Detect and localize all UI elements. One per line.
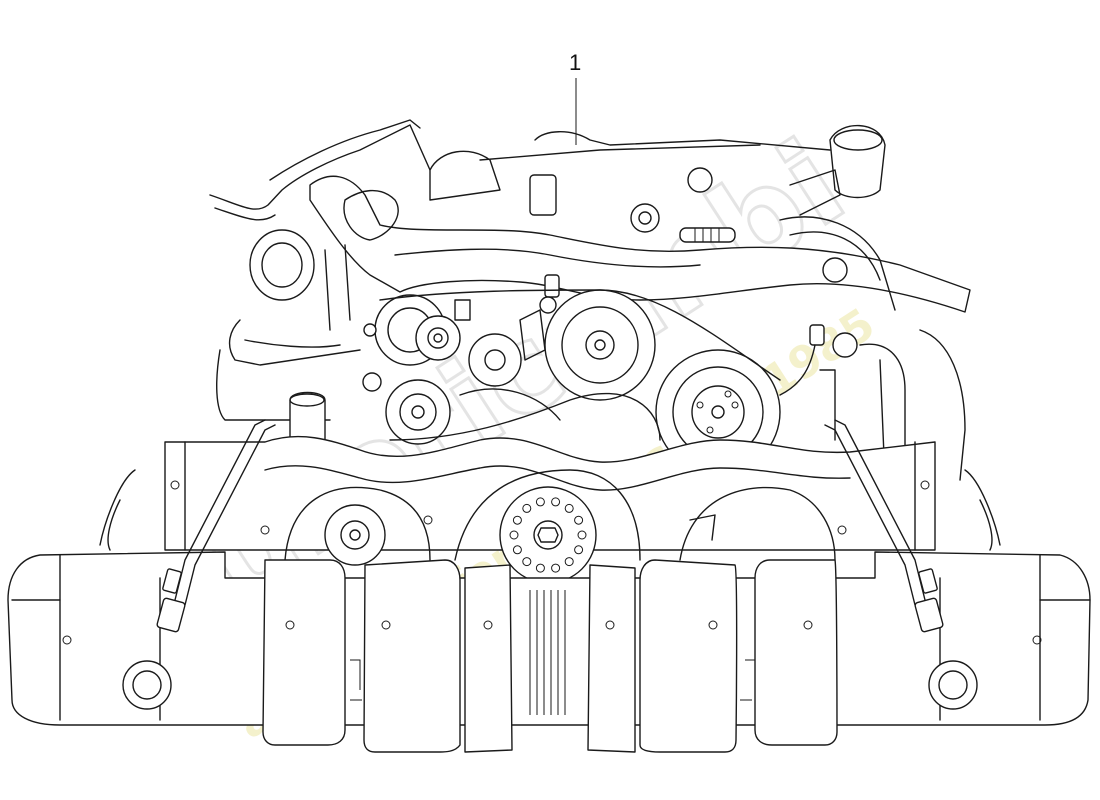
callout-number: 1: [569, 50, 581, 75]
crankshaft-pulley: [324, 486, 716, 584]
pulley-bolt-hole: [522, 503, 532, 513]
pulley-bolt-hole: [577, 530, 587, 540]
callout-1: 1: [569, 50, 581, 145]
pulley-bolt-hole: [564, 503, 574, 513]
pulley-bolt-hole: [512, 545, 522, 555]
pulley-bolt-hole: [535, 497, 545, 507]
pulley-bolt-hole: [551, 497, 561, 507]
pulley-bolt-hole: [551, 563, 561, 573]
pulley-bolt-hole: [574, 515, 584, 525]
pulley-bolt-hole: [509, 530, 519, 540]
pulley-bolt-hole: [535, 563, 545, 573]
pulley-bolt-hole: [522, 557, 532, 567]
oxygen-sensor-leads: [156, 419, 944, 633]
pulley-bolt-hole: [564, 557, 574, 567]
intake-and-hoses: [209, 119, 971, 396]
pulley-bolt-hole: [574, 545, 584, 555]
exhaust-muffler: [7, 551, 1091, 753]
pulley-bolt-hole: [512, 515, 522, 525]
left-side-components: [216, 229, 361, 441]
